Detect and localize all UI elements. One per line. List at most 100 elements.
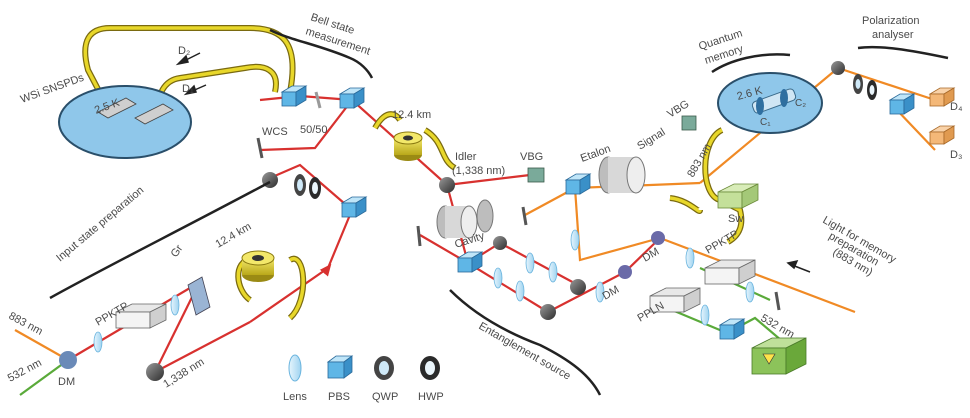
red-beam-1338 [154, 321, 251, 373]
mirror-entry [521, 206, 528, 226]
memory-ring-2 [780, 89, 788, 107]
legend-qwp: QWP [372, 356, 398, 403]
legend-hwp: HWP [418, 356, 444, 403]
mirror-dm-left [59, 351, 77, 369]
label-entanglement: Entanglement source [477, 320, 573, 382]
laser-warning-icon [762, 353, 776, 365]
brackets [49, 28, 949, 396]
label-idler-1: Idler [455, 151, 477, 163]
pbs-green [718, 318, 746, 340]
arrow-d1-head [183, 84, 197, 96]
arrow-d2-head [175, 54, 189, 66]
fiber-spool-top [393, 131, 423, 161]
mirror-loop [570, 279, 586, 295]
mirror-1338 [146, 363, 164, 381]
legend-lens: Lens [283, 354, 307, 403]
pbs-entry [564, 173, 592, 195]
snspd-chip-1 [97, 97, 137, 119]
switch-box [717, 183, 759, 209]
qwp-analyser [853, 74, 863, 94]
arrow-prep-head [786, 259, 799, 270]
red-beam-gr-left [154, 284, 199, 373]
mirrors [59, 61, 845, 381]
green-beams [19, 266, 796, 396]
qwp-icon [374, 356, 394, 380]
label-signal: Signal [635, 126, 667, 152]
qwp-input [294, 174, 306, 196]
lens-left [93, 331, 103, 353]
label-1338: 1,338 nm [161, 356, 206, 390]
mirror-source [540, 304, 556, 320]
red-beam-loop2 [547, 237, 661, 313]
lens-loop-1 [525, 252, 535, 274]
mirror-dm-upper [651, 231, 665, 245]
detector-d4-box [928, 87, 956, 107]
mirror-cavity [493, 236, 507, 250]
grating [187, 276, 211, 316]
lenses [93, 229, 755, 353]
pbs-cubes [280, 85, 916, 340]
cavity [436, 199, 494, 239]
green-beam-left [19, 359, 69, 396]
orange-beam-d4 [837, 66, 936, 102]
lens-gr [170, 294, 180, 316]
mirror-idler [439, 177, 455, 193]
label-fiber-top: 12.4 km [392, 109, 431, 121]
mirror-dm-lower [618, 265, 632, 279]
mirror-wcs [256, 137, 264, 159]
lens-dm-2 [595, 281, 605, 303]
bracket-source [449, 289, 602, 396]
label-grating: Gr [169, 243, 186, 260]
red-beam-source [419, 234, 549, 313]
label-d2: D₂ [178, 45, 190, 57]
ppln-crystal [649, 287, 701, 313]
label-fiber-left: 12.4 km [214, 221, 254, 251]
orange-beam-d3 [894, 107, 936, 151]
orange-beam-dm [573, 187, 661, 262]
label-c1: C₁ [760, 117, 771, 128]
waveplates [294, 74, 877, 199]
bracket-input [49, 180, 271, 300]
lens-loop-2 [548, 261, 558, 283]
vbg-right [681, 115, 697, 131]
bracket-analyser [857, 45, 949, 60]
fiber-d2 [82, 25, 296, 114]
snspd-chip-2 [134, 103, 174, 125]
lens-source-1 [493, 267, 503, 289]
hwp-icon [420, 356, 440, 380]
legend-lens-label: Lens [283, 391, 307, 403]
red-beam-vbg [446, 173, 531, 187]
fiber-spool-left [241, 250, 275, 282]
label-beamsplitter: 50/50 [300, 124, 328, 136]
label-polarization-1: Polarization [862, 15, 919, 27]
label-switch: Sw [728, 213, 743, 225]
hwp-input [309, 177, 321, 199]
memory-cryostat [717, 72, 823, 134]
lens-dm-1 [570, 229, 580, 251]
pbs-icon [326, 355, 354, 379]
label-ppktp-right: PPKTP [704, 228, 741, 256]
label-idler-2: (1,338 nm) [452, 165, 505, 177]
pbs-bell-2 [338, 87, 366, 109]
pbs-bell-1 [280, 85, 308, 107]
pbs-source [456, 251, 484, 273]
label-dm-upper: DM [641, 246, 662, 265]
bracket-bell [269, 28, 374, 79]
lens-icon [288, 354, 302, 382]
ppktp-right [704, 259, 756, 285]
label-input-prep: Input state preparation [54, 184, 146, 264]
pbs-analyser [888, 93, 916, 115]
beamsplitter-50-50 [314, 91, 322, 109]
orange-beam-left [14, 329, 69, 361]
etalon [598, 156, 646, 194]
memory-ring-1 [756, 97, 764, 115]
fiber-spool-top-leads [372, 111, 457, 171]
bracket-memory [711, 53, 791, 74]
lens-green [745, 281, 755, 303]
flat-mirrors [256, 91, 781, 311]
snspd-cryostat [58, 85, 192, 159]
mirror-source-end [416, 225, 422, 247]
legend-qwp-label: QWP [372, 391, 398, 403]
